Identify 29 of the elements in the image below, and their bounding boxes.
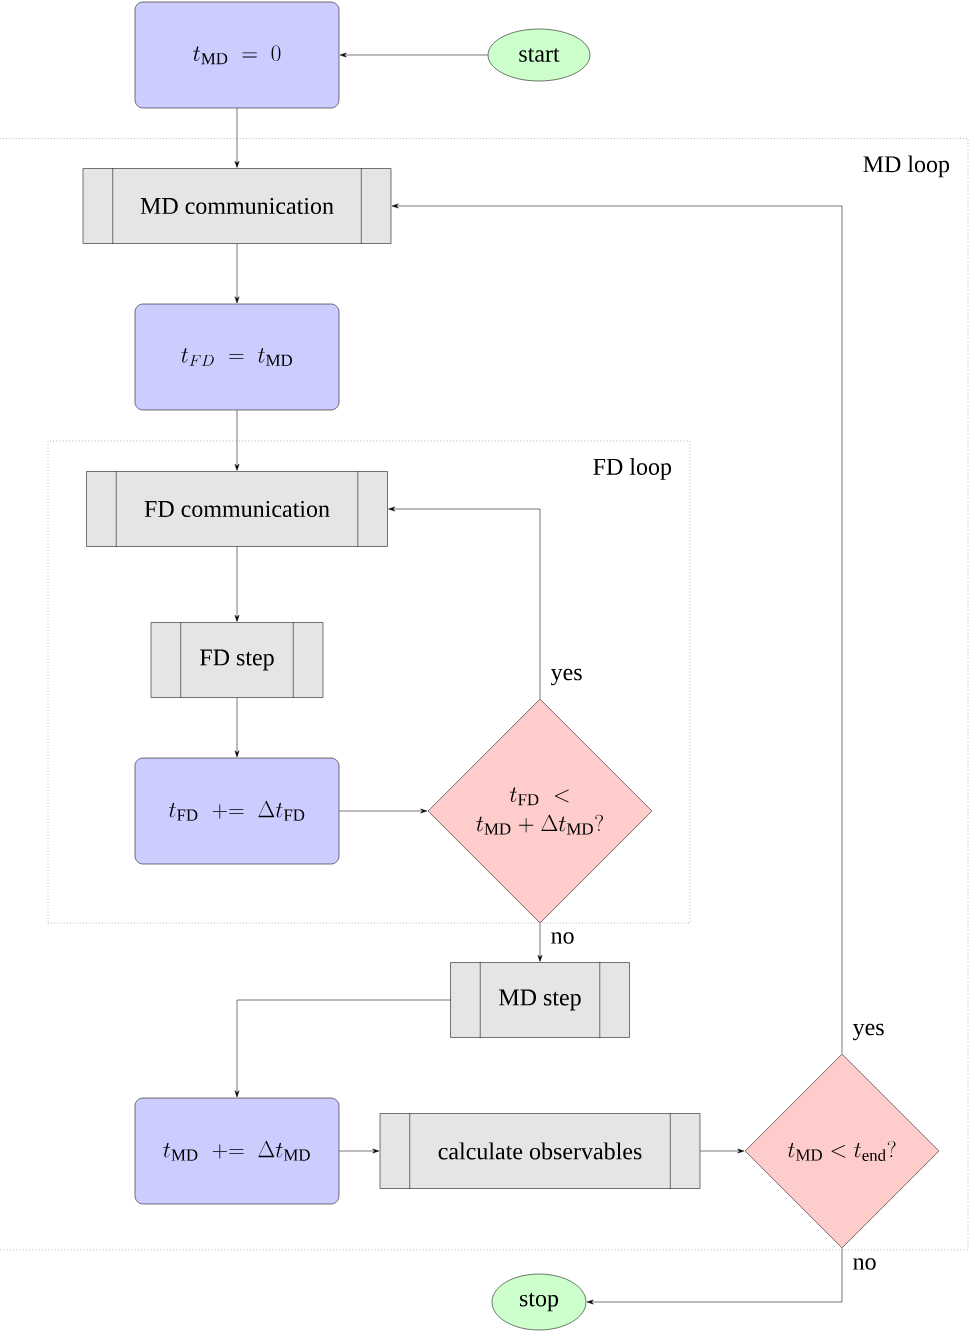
arrow: [234, 697, 240, 758]
arrow: [537, 923, 543, 962]
arrow: [234, 410, 240, 471]
edge-label: yes: [550, 668, 582, 686]
arrow: [234, 999, 451, 1098]
arrow: [234, 108, 240, 168]
edge-label: no: [551, 932, 574, 944]
arrow: [586, 1248, 843, 1305]
arrow: [234, 546, 240, 622]
step-box: $t_{\mathrm{MD}}\;=\;0$: [134, 1, 340, 109]
loop-label: MD loop: [863, 155, 950, 178]
arrow: [339, 808, 428, 814]
subprocess-box: calculate observables: [379, 1113, 701, 1190]
subprocess-box: MD step: [450, 962, 630, 1039]
subprocess-box: MD communication: [82, 167, 392, 245]
step-box: $t_{\mathrm{MD}}\;\mathrel{+}=\;\Delta t_{\mathrm{MD}}$: [134, 1097, 340, 1205]
subprocess-box: FD step: [150, 621, 324, 699]
edge-label: no: [853, 1258, 876, 1270]
step-box: $t_{FD}\;=\;t_{\mathrm{MD}}$: [134, 303, 340, 411]
arrow: [339, 1148, 380, 1154]
subprocess-box: FD communication: [86, 470, 388, 548]
arrow: [700, 1148, 745, 1154]
arrow: [339, 52, 488, 58]
loop-label: FD loop: [593, 458, 672, 480]
arrow: [388, 506, 541, 699]
arrow: [234, 243, 240, 304]
step-box: $t_{\mathrm{FD}}\;\mathrel{+}=\;\Delta t_{\mathrm{FD}}$: [134, 757, 340, 865]
arrow: [391, 203, 843, 1054]
edge-label: yes: [852, 1023, 884, 1041]
